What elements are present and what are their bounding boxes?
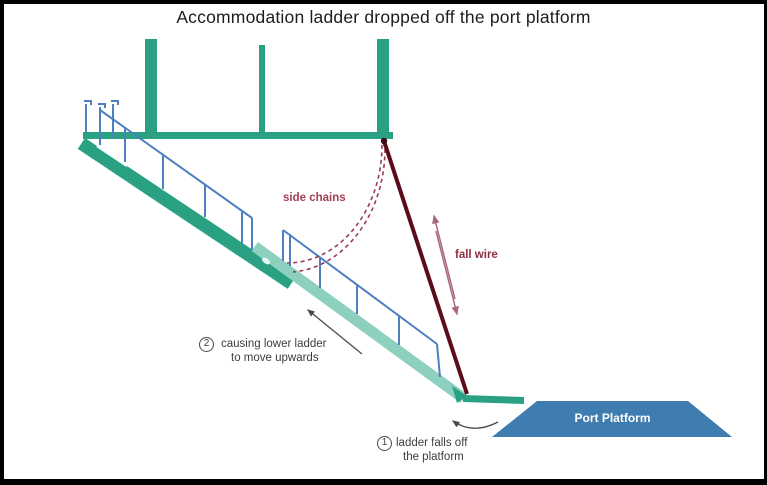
step-1-text-line1: ladder falls off bbox=[396, 437, 468, 449]
side-chain-arc bbox=[286, 144, 383, 264]
deck-bar bbox=[83, 132, 393, 139]
deck-post-left bbox=[145, 39, 157, 133]
boarding-rail-post-cap bbox=[98, 103, 106, 108]
upper-ladder-hinge-gap bbox=[96, 145, 128, 167]
fall-wire-line bbox=[382, 140, 469, 395]
fall-wire-anchor-dot bbox=[380, 137, 388, 145]
deck-post-middle bbox=[259, 45, 265, 133]
boarding-rail-post-cap bbox=[111, 100, 119, 105]
step1-curved-arrow bbox=[451, 420, 499, 429]
handrail-lower bbox=[282, 229, 438, 345]
fall-wire-arrows bbox=[432, 214, 459, 316]
ship-structure bbox=[83, 39, 393, 139]
side-chains-label: side chains bbox=[283, 192, 346, 204]
arrow-up-line bbox=[432, 214, 456, 300]
side-chain-arc bbox=[292, 148, 386, 273]
lower-ladder bbox=[251, 242, 467, 403]
stanchion bbox=[436, 343, 441, 378]
arrow-down-line bbox=[435, 230, 459, 316]
side-chains bbox=[286, 144, 386, 273]
port-platform-label: Port Platform bbox=[574, 411, 651, 425]
ladder-fold-shade bbox=[452, 386, 467, 403]
upper-ladder bbox=[77, 138, 295, 289]
ladder-roller-dot bbox=[262, 257, 270, 265]
fall-wire-label: fall wire bbox=[455, 249, 498, 261]
deck-post-right bbox=[377, 39, 389, 133]
diagram-title: Accommodation ladder dropped off the por… bbox=[176, 7, 591, 27]
step2-arrow bbox=[306, 309, 363, 355]
step-2-text-line1: causing lower ladder bbox=[221, 338, 327, 350]
port-platform-shape bbox=[492, 401, 732, 437]
boarding-rail-post-cap bbox=[84, 100, 92, 105]
step-1-text-line2: the platform bbox=[403, 451, 464, 463]
step-1-number-badge: 1 bbox=[377, 436, 392, 451]
ladder-railings bbox=[84, 100, 441, 378]
ladder-bottom-step bbox=[463, 395, 524, 404]
step-2-text-line2: to move upwards bbox=[231, 352, 319, 364]
upper-ladder-stringer bbox=[77, 138, 295, 289]
step-2-number-badge: 2 bbox=[199, 337, 214, 352]
ladder-foot bbox=[452, 386, 524, 404]
lower-ladder-stringer bbox=[251, 242, 467, 403]
